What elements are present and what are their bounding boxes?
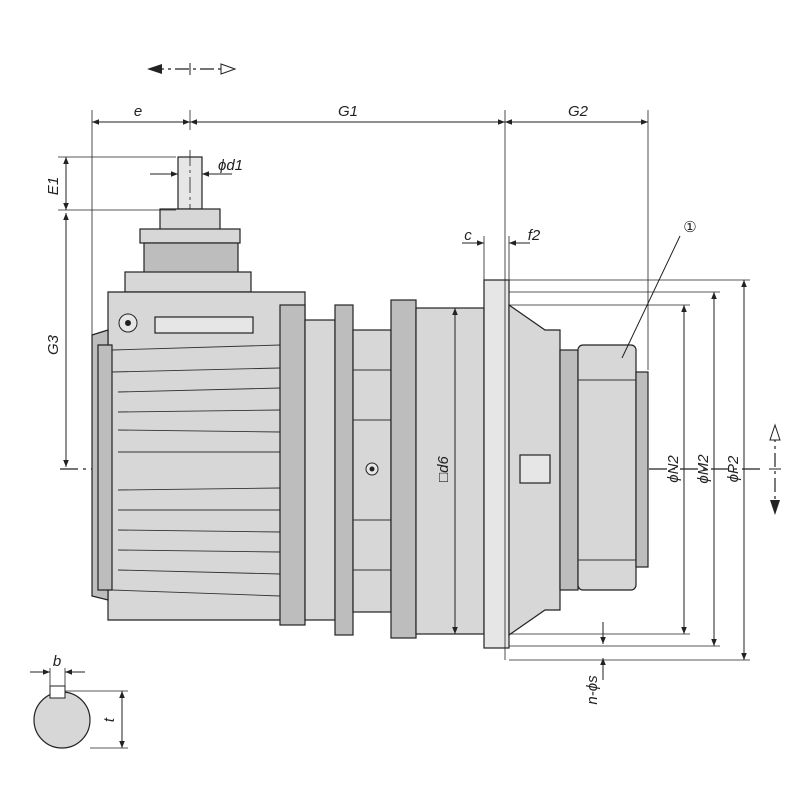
- dimension-c-f2: c f2: [462, 227, 541, 280]
- dimension-n-s: n-ϕs: [584, 622, 606, 705]
- dimension-P2: ϕP2: [509, 279, 750, 661]
- rotation-arrow-horizontal: [147, 63, 237, 75]
- dimension-E1: E1: [45, 156, 176, 211]
- dimension-G2: G2: [505, 103, 649, 370]
- output-motor-flange: [577, 344, 649, 591]
- label-c: c: [464, 227, 472, 244]
- label-M2: ϕM2: [695, 454, 712, 484]
- dimension-G1: G1: [190, 103, 506, 660]
- dimension-N2: ϕN2: [509, 304, 690, 635]
- dimension-d1: ϕd1: [150, 157, 243, 177]
- intermediate-stages: [304, 279, 579, 649]
- main-housing: [91, 291, 306, 626]
- dimension-e: e: [91, 103, 191, 340]
- label-callout: ①: [683, 219, 696, 236]
- label-b: b: [53, 653, 61, 670]
- shaft-key-detail: b t: [30, 653, 128, 749]
- label-G2: G2: [568, 103, 589, 120]
- label-n-s: n-ϕs: [584, 675, 601, 705]
- dimension-G3: G3: [45, 213, 69, 467]
- input-housing: [124, 150, 252, 300]
- label-N2: ϕN2: [665, 455, 682, 483]
- label-G1: G1: [338, 103, 358, 120]
- label-d1: ϕd1: [218, 157, 243, 174]
- label-G3: G3: [45, 334, 62, 355]
- label-t: t: [101, 717, 118, 722]
- label-P2: ϕP2: [725, 455, 742, 482]
- label-E1: E1: [45, 177, 62, 195]
- callout-1: ①: [621, 219, 697, 359]
- dimension-d6: □d6: [435, 308, 458, 634]
- label-f2: f2: [528, 227, 541, 244]
- rotation-arrow-vertical: [769, 423, 781, 515]
- dimension-M2: ϕM2: [509, 291, 720, 647]
- label-d6: □d6: [435, 455, 452, 481]
- label-e: e: [134, 103, 142, 120]
